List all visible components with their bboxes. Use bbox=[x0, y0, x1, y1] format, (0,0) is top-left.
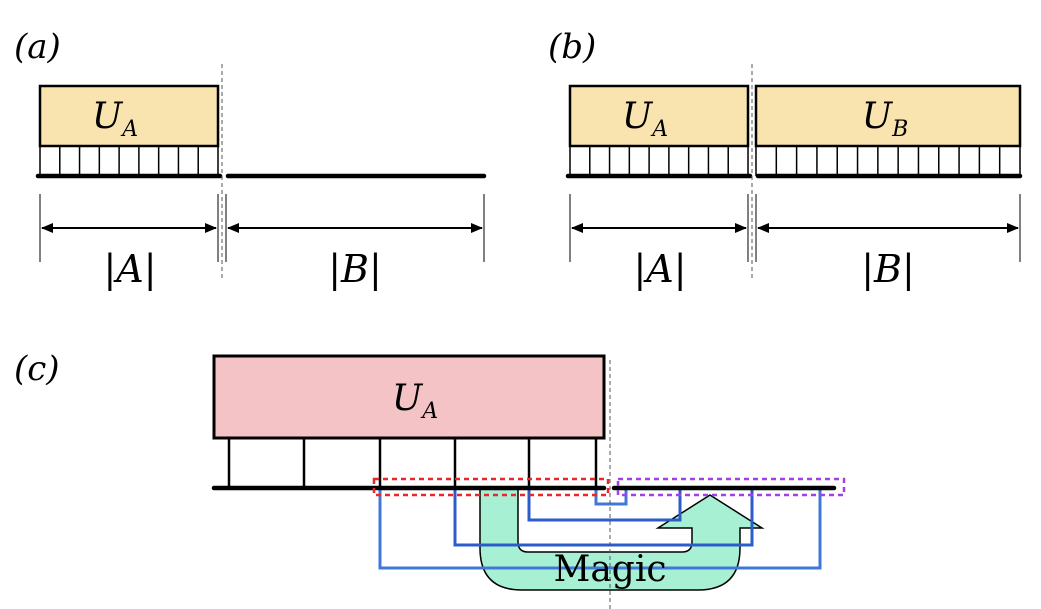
wire-loop-4 bbox=[378, 488, 822, 570]
wire-loop-3 bbox=[453, 488, 754, 547]
comb-lines-a bbox=[39, 146, 219, 176]
region-highlight-purple bbox=[616, 477, 846, 497]
comb-lines-b-b bbox=[755, 146, 1021, 176]
comb-lines-b-a bbox=[569, 146, 749, 176]
unitary-a-box bbox=[212, 354, 606, 440]
panel-c-label: (c) bbox=[14, 349, 60, 389]
panel-b: (b) UA UB |A| |B| bbox=[548, 27, 1023, 291]
panel-c: (c) Magic UA bbox=[14, 349, 846, 609]
panel-a-label: (a) bbox=[14, 27, 61, 67]
dim-label-a: |A| bbox=[103, 247, 156, 291]
unitary-b-label: UB bbox=[862, 96, 909, 142]
wire-loop-1 bbox=[594, 488, 628, 506]
unitary-a-label: UA bbox=[392, 378, 438, 424]
magic-arrow bbox=[479, 487, 765, 591]
panel-b-label: (b) bbox=[548, 27, 596, 67]
unitary-a-box bbox=[568, 84, 750, 148]
unitary-b-box bbox=[754, 84, 1022, 148]
dim-label-a: |A| bbox=[633, 247, 686, 291]
unitary-a-label: UA bbox=[92, 96, 138, 142]
unitary-legs bbox=[227, 438, 598, 488]
wire-loop-2 bbox=[527, 488, 682, 522]
dim-label-b: |B| bbox=[861, 247, 915, 291]
dim-label-b: |B| bbox=[328, 247, 382, 291]
region-highlight-red bbox=[372, 477, 610, 497]
magic-label: Magic bbox=[553, 549, 666, 590]
unitary-a-label: UA bbox=[622, 96, 668, 142]
panel-a: (a) UA |A| |B| bbox=[14, 27, 487, 291]
unitary-a-box bbox=[38, 84, 220, 148]
